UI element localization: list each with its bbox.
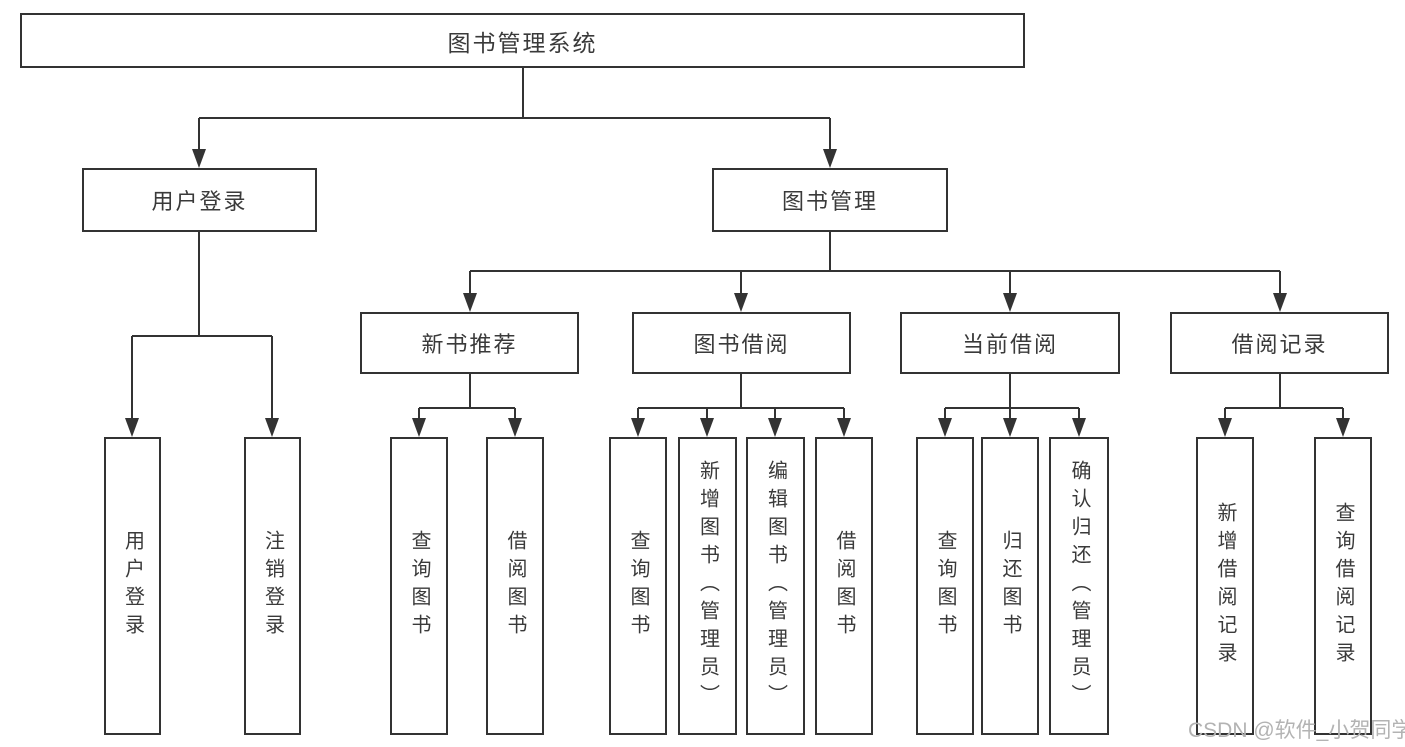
connector-stem (198, 118, 200, 151)
arrowhead-down-icon (1072, 418, 1086, 437)
arrowhead-down-icon (1273, 293, 1287, 312)
connector-stem (514, 408, 516, 419)
node-book-borrow: 图书借阅 (632, 312, 851, 374)
leaf-label: 借阅图书 (504, 530, 526, 642)
arrowhead-down-icon (768, 418, 782, 437)
leaf-label: 借阅图书 (833, 530, 855, 642)
leaf-label: 注销登录 (261, 530, 284, 642)
connector-level2-splitter (199, 117, 830, 119)
arrowhead-down-icon (938, 418, 952, 437)
node-label: 图书管理系统 (447, 29, 598, 56)
leaf-label: 归还图书 (999, 530, 1021, 642)
leaf-current-query-books: 查询图书 (916, 437, 974, 735)
connector-level3-splitter (470, 270, 1280, 272)
connector-stem (706, 408, 708, 419)
node-new-book-recommend: 新书推荐 (360, 312, 579, 374)
arrowhead-down-icon (823, 149, 837, 168)
connector-borrow-splitter (638, 407, 844, 409)
arrowhead-down-icon (1003, 418, 1017, 437)
arrowhead-down-icon (412, 418, 426, 437)
connector-stem (1279, 271, 1281, 294)
leaf-add-borrow-record: 新增借阅记录 (1196, 437, 1254, 735)
connector-stem (1009, 271, 1011, 294)
leaf-label: 编辑图书（管理员） (764, 460, 787, 712)
arrowhead-down-icon (463, 293, 477, 312)
arrowhead-down-icon (631, 418, 645, 437)
arrowhead-down-icon (1218, 418, 1232, 437)
leaf-label: 查询图书 (934, 530, 956, 642)
connector-stem (740, 271, 742, 294)
leaf-confirm-return-admin: 确认归还（管理员） (1049, 437, 1109, 735)
leaf-return-books: 归还图书 (981, 437, 1039, 735)
leaf-label: 新增借阅记录 (1214, 502, 1236, 670)
connector-stem (843, 408, 845, 419)
arrowhead-down-icon (734, 293, 748, 312)
node-label: 图书借阅 (693, 332, 790, 357)
node-current-borrow: 当前借阅 (900, 312, 1120, 374)
node-label: 图书管理 (781, 189, 878, 214)
connector-borrow-stem (740, 374, 742, 408)
connector-stem (131, 336, 133, 419)
connector-stem (774, 408, 776, 419)
arrowhead-down-icon (265, 418, 279, 437)
connector-records-splitter (1225, 407, 1343, 409)
connector-root-stem (522, 68, 524, 118)
csdn-watermark: CSDN @软件_小贺同学 (1188, 719, 1405, 742)
connector-stem (637, 408, 639, 419)
arrowhead-down-icon (1003, 293, 1017, 312)
arrowhead-down-icon (1336, 418, 1350, 437)
node-book-management: 图书管理 (712, 168, 948, 232)
arrowhead-down-icon (508, 418, 522, 437)
leaf-recommend-query-books: 查询图书 (390, 437, 448, 735)
connector-recommend-splitter (419, 407, 515, 409)
connector-records-stem (1279, 374, 1281, 408)
connector-recommend-stem (469, 374, 471, 408)
connector-stem (944, 408, 946, 419)
node-label: 借阅记录 (1231, 332, 1328, 357)
leaf-recommend-borrow-books: 借阅图书 (486, 437, 544, 735)
connector-stem (418, 408, 420, 419)
connector-stem (1009, 408, 1011, 419)
arrowhead-down-icon (700, 418, 714, 437)
leaf-label: 新增图书（管理员） (696, 460, 719, 712)
leaf-user-login: 用户登录 (104, 437, 161, 735)
node-label: 当前借阅 (961, 332, 1058, 357)
leaf-label: 查询借阅记录 (1332, 502, 1354, 670)
arrowhead-down-icon (837, 418, 851, 437)
node-borrow-records: 借阅记录 (1170, 312, 1389, 374)
leaf-label: 确认归还（管理员） (1068, 460, 1090, 712)
node-user-login: 用户登录 (82, 168, 317, 232)
node-label: 用户登录 (151, 189, 248, 214)
arrowhead-down-icon (192, 149, 206, 168)
connector-userlogin-stem (198, 232, 200, 336)
connector-current-stem (1009, 374, 1011, 408)
connector-current-splitter (945, 407, 1079, 409)
connector-stem (829, 118, 831, 151)
connector-stem (1078, 408, 1080, 419)
connector-stem (1224, 408, 1226, 419)
node-library-system: 图书管理系统 (20, 13, 1025, 68)
leaf-logout: 注销登录 (244, 437, 301, 735)
leaf-edit-books-admin: 编辑图书（管理员） (746, 437, 805, 735)
arrowhead-down-icon (125, 418, 139, 437)
leaf-borrow-query-books: 查询图书 (609, 437, 667, 735)
connector-user-splitter (132, 335, 272, 337)
leaf-add-books-admin: 新增图书（管理员） (678, 437, 737, 735)
leaf-label: 查询图书 (627, 530, 649, 642)
connector-stem (1342, 408, 1344, 419)
connector-stem (469, 271, 471, 294)
connector-stem (271, 336, 273, 419)
connector-bookmgmt-stem (829, 232, 831, 271)
node-label: 新书推荐 (421, 332, 518, 357)
leaf-label: 用户登录 (121, 530, 144, 642)
leaf-query-borrow-record: 查询借阅记录 (1314, 437, 1372, 735)
leaf-label: 查询图书 (408, 530, 430, 642)
leaf-borrow-books: 借阅图书 (815, 437, 873, 735)
